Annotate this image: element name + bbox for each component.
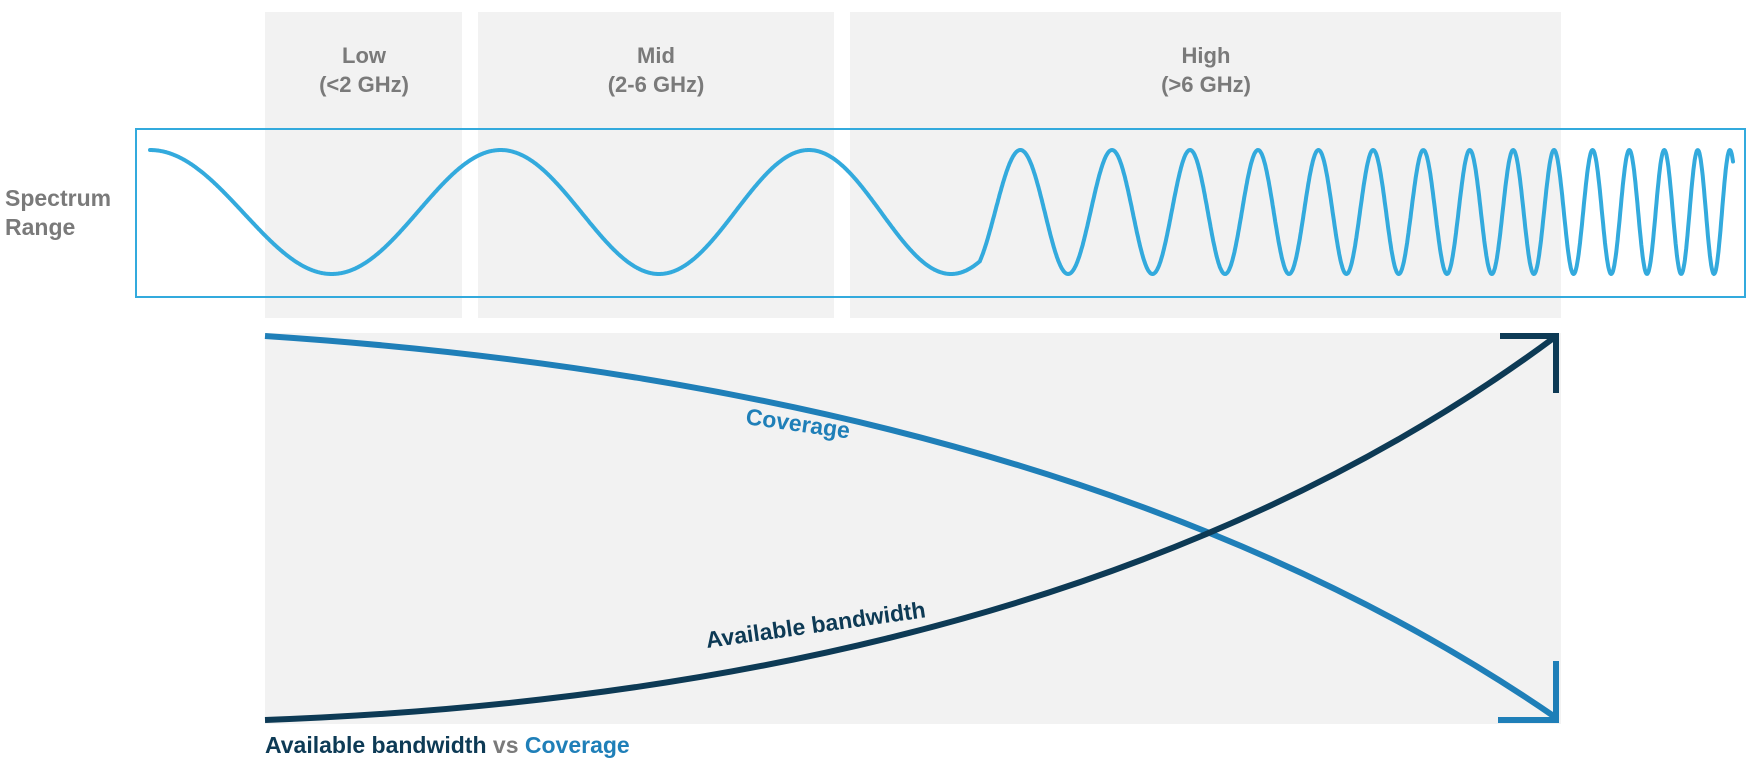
caption-bandwidth: Available bandwidth bbox=[265, 732, 487, 758]
band-mid-name: Mid bbox=[637, 43, 675, 68]
band-mid-range: (2-6 GHz) bbox=[608, 72, 705, 97]
caption-vs: vs bbox=[493, 732, 525, 758]
caption-coverage: Coverage bbox=[525, 732, 630, 758]
coverage-arrow-head bbox=[1498, 661, 1559, 723]
spectrum-waveform bbox=[148, 148, 1735, 276]
comparison-panel bbox=[265, 333, 1561, 724]
bandwidth-arrow-head bbox=[1500, 333, 1559, 393]
band-low-range: (<2 GHz) bbox=[319, 72, 409, 97]
coverage-curve bbox=[264, 333, 1557, 720]
band-high-name: High bbox=[1182, 43, 1231, 68]
caption: Available bandwidth vs Coverage bbox=[265, 732, 630, 758]
band-low-panel bbox=[265, 12, 462, 318]
bandwidth-curve bbox=[264, 334, 1557, 723]
spectrum-label-line2: Range bbox=[5, 214, 75, 240]
band-low-name: Low bbox=[342, 43, 387, 68]
spectrum-range-box bbox=[135, 128, 1746, 298]
band-high-range: (>6 GHz) bbox=[1161, 72, 1251, 97]
spectrum-label-line1: Spectrum bbox=[5, 185, 111, 211]
